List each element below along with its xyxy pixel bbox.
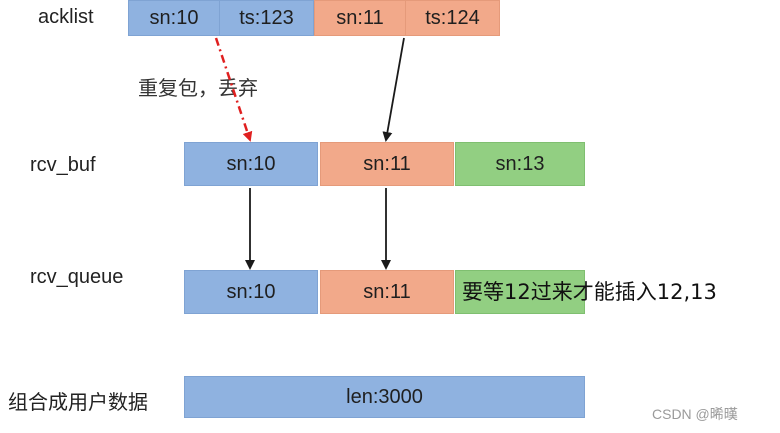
rcv-buf-sn-10: sn:10 bbox=[184, 142, 318, 186]
rcv-buf-label: rcv_buf bbox=[30, 154, 96, 176]
acklist-ts-124: ts:124 bbox=[405, 0, 500, 36]
combine-label: 组合成用户数据 bbox=[8, 390, 148, 414]
rcv-queue-empty-slot bbox=[455, 270, 585, 314]
waiting-for-12-note: 要等12过来才能插入12,13 bbox=[462, 280, 717, 304]
acklist-label: acklist bbox=[38, 6, 94, 28]
acklist-sn-11: sn:11 bbox=[314, 0, 406, 36]
rcv-buf-sn-13: sn:13 bbox=[455, 142, 585, 186]
rcv-queue-sn-11: sn:11 bbox=[320, 270, 454, 314]
csdn-watermark: CSDN @晞暵 bbox=[652, 406, 738, 422]
rcv-queue-sn-10: sn:10 bbox=[184, 270, 318, 314]
rcv-queue-label: rcv_queue bbox=[30, 266, 124, 288]
duplicate-arrow bbox=[214, 37, 253, 142]
duplicate-packet-note: 重复包，丢弃 bbox=[138, 76, 258, 100]
ack-sn11-arrow bbox=[382, 37, 405, 142]
rcv-buf-sn-11: sn:11 bbox=[320, 142, 454, 186]
user-data-bar: len:3000 bbox=[184, 376, 585, 418]
acklist-sn-10: sn:10 bbox=[128, 0, 220, 36]
acklist-ts-123: ts:123 bbox=[219, 0, 314, 36]
